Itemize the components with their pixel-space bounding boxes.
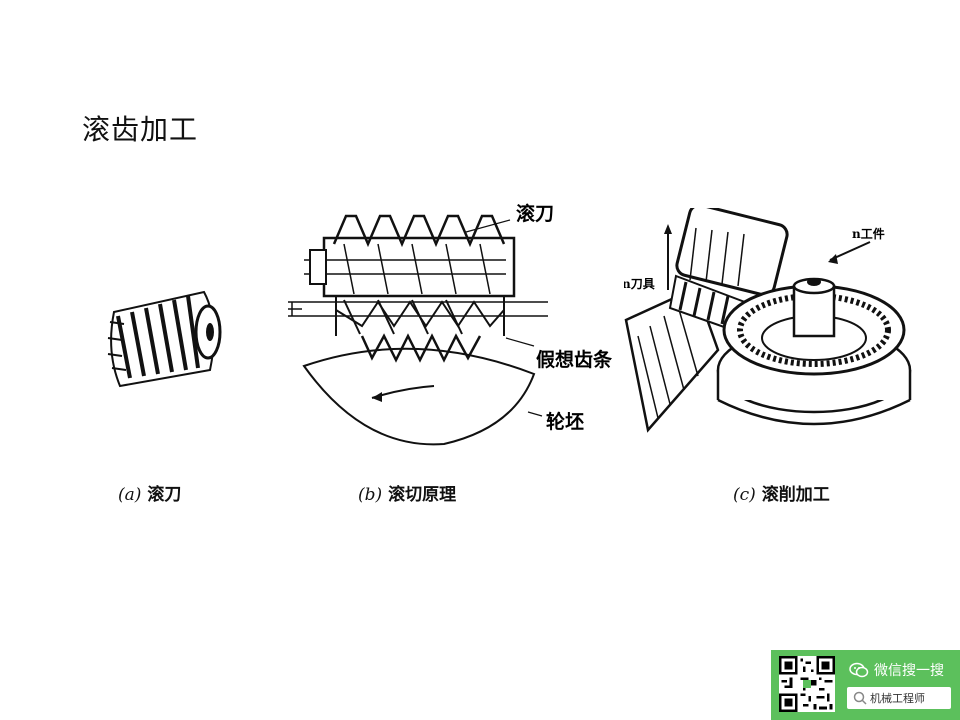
caption-a-letter: (a) (118, 485, 142, 505)
hobbing-principle-figure: 滚刀 假想齿条 轮坯 (284, 198, 624, 468)
search-field[interactable]: 机械工程师 (847, 687, 951, 709)
caption-c: (c) 滚削加工 (733, 480, 830, 505)
caption-c-text: 滚削加工 (761, 485, 830, 505)
caption-b: (b) 滚切原理 (358, 480, 456, 505)
hob-label: 滚刀 (516, 202, 554, 225)
hob-cutter-figure (100, 282, 225, 394)
qr-code-icon[interactable] (779, 656, 835, 712)
tool-speed-label: n刀具 (624, 277, 655, 291)
caption-b-text: 滚切原理 (388, 485, 457, 505)
page-title: 滚齿加工 (82, 113, 199, 146)
rack-label: 假想齿条 (536, 348, 613, 371)
workpiece-speed-label: n工件 (852, 226, 885, 241)
caption-c-letter: (c) (733, 485, 756, 505)
wechat-search-label: 微信搜一搜 (874, 663, 944, 679)
wechat-search-badge[interactable]: 微信搜一搜 机械工程师 (771, 650, 960, 720)
caption-a-text: 滚刀 (147, 485, 182, 505)
wechat-search-row[interactable]: 微信搜一搜 (849, 660, 944, 680)
blank-label: 轮坯 (546, 410, 584, 433)
caption-b-letter: (b) (358, 485, 383, 505)
search-icon (853, 691, 867, 705)
caption-a: (a) 滚刀 (118, 480, 181, 505)
search-field-text: 机械工程师 (870, 692, 925, 705)
hobbing-machining-figure: n刀具 n工件 (624, 208, 914, 460)
wechat-icon (849, 662, 869, 678)
